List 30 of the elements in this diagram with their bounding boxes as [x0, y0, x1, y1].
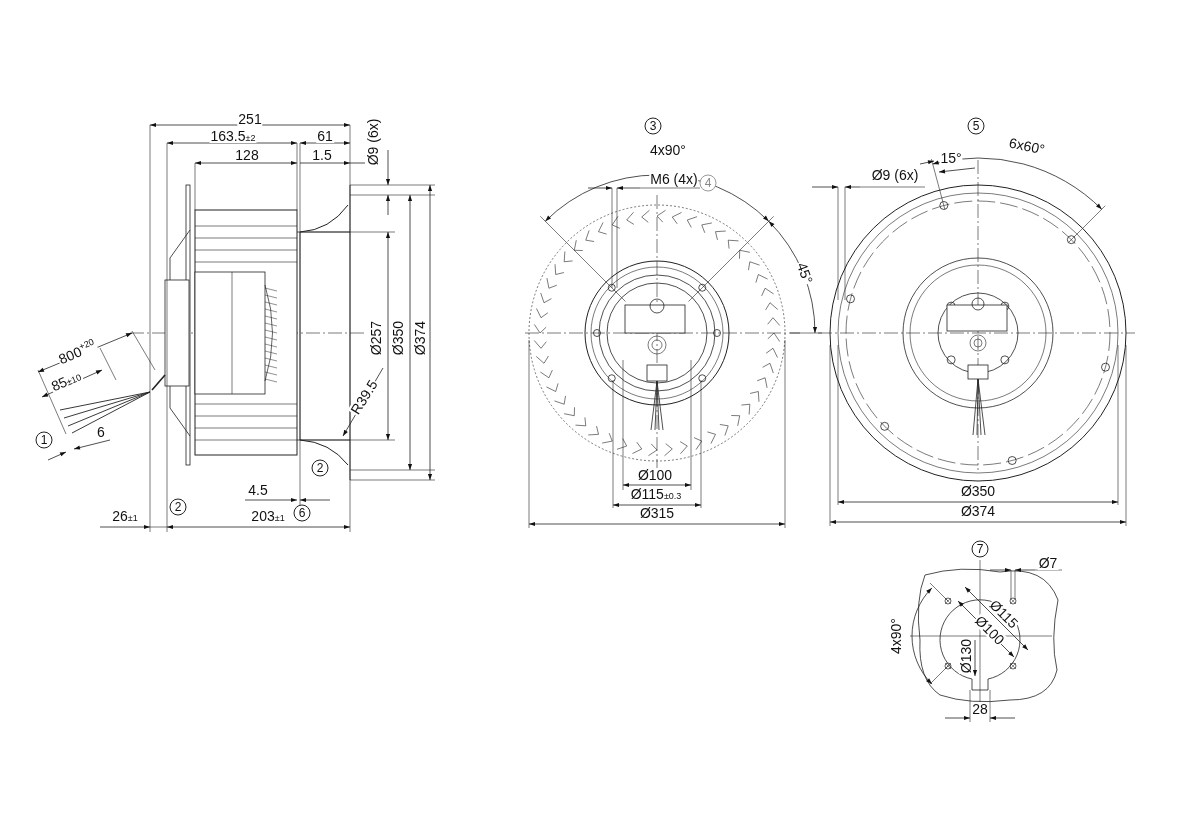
dimension-label: 1.5 — [311, 148, 333, 162]
dimension-label: 251 — [237, 112, 263, 126]
callout-number: 2 — [311, 459, 329, 477]
dimension-label: 61 — [316, 129, 334, 143]
dimension-label: Ø7 — [1037, 556, 1059, 570]
dimension-label: Ø374 — [959, 504, 997, 518]
dimension-label: Ø9 (6x) — [366, 117, 380, 167]
callout-number: 4 — [699, 174, 717, 192]
dimension-label: 15° — [939, 151, 963, 165]
callout-number: 6 — [293, 504, 311, 522]
callout-number: 5 — [967, 117, 985, 135]
callout-number: 2 — [169, 498, 187, 516]
dimension-label: 4x90° — [889, 617, 903, 655]
dimension-label: Ø100 — [636, 468, 674, 482]
dimension-label: Ø374 — [413, 319, 427, 357]
callout-number: 7 — [971, 540, 989, 558]
dimension-label: Ø9 (6x) — [870, 168, 920, 182]
dimension-label: Ø350 — [391, 319, 405, 357]
dimension-label: Ø315 — [638, 506, 676, 520]
dimension-label: Ø350 — [959, 484, 997, 498]
callout-number: 3 — [644, 117, 662, 135]
dimension-label: 4x90° — [649, 143, 687, 157]
dimension-label: 128 — [234, 148, 260, 162]
dimension-label: Ø257 — [369, 319, 383, 357]
dimension-label: 6 — [96, 425, 106, 439]
dimension-label: Ø130 — [959, 637, 973, 675]
dimension-label: 28 — [971, 702, 989, 716]
dimension-label: 4.5 — [247, 483, 269, 497]
dimension-label: M6 (4x) — [649, 172, 699, 186]
callout-number: 1 — [35, 431, 53, 449]
